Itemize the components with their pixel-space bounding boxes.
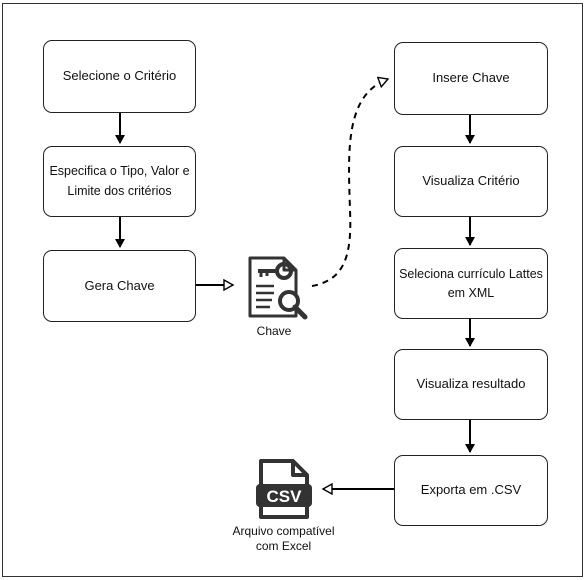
step-insere-chave: Insere Chave	[394, 42, 548, 115]
step-selecione-criterio: Selecione o Critério	[43, 40, 196, 113]
diagram-frame	[2, 3, 583, 577]
key-document-label: Chave	[256, 324, 292, 338]
step-label: Insere Chave	[432, 70, 510, 86]
step-exporta-csv: Exporta em .CSV	[394, 455, 548, 526]
step-label: Especifica o Tipo, Valor e Limite dos cr…	[49, 164, 190, 198]
step-label: Exporta em .CSV	[420, 482, 522, 498]
key-document-search-icon	[248, 256, 308, 320]
step-label: Seleciona currículo Lattes em XML	[399, 267, 543, 300]
step-label: Selecione o Critério	[62, 68, 177, 84]
csv-file-icon: CSV	[256, 459, 312, 519]
step-label: Visualiza resultado	[416, 376, 526, 392]
step-seleciona-curriculo: Seleciona currículo Lattes em XML	[394, 248, 548, 319]
step-visualiza-resultado: Visualiza resultado	[394, 349, 548, 420]
step-label: Gera Chave	[84, 277, 155, 293]
step-label: Visualiza Critério	[422, 173, 520, 189]
dashed-arrow-key-to-insere	[311, 79, 388, 287]
csv-file-label: Arquivo compatível com Excel	[232, 524, 335, 553]
step-visualiza-criterio: Visualiza Critério	[394, 146, 548, 217]
step-especifica-criterios: Especifica o Tipo, Valor e Limite dos cr…	[43, 146, 196, 217]
step-gera-chave: Gera Chave	[43, 250, 196, 322]
csv-badge-text: CSV	[267, 487, 303, 506]
